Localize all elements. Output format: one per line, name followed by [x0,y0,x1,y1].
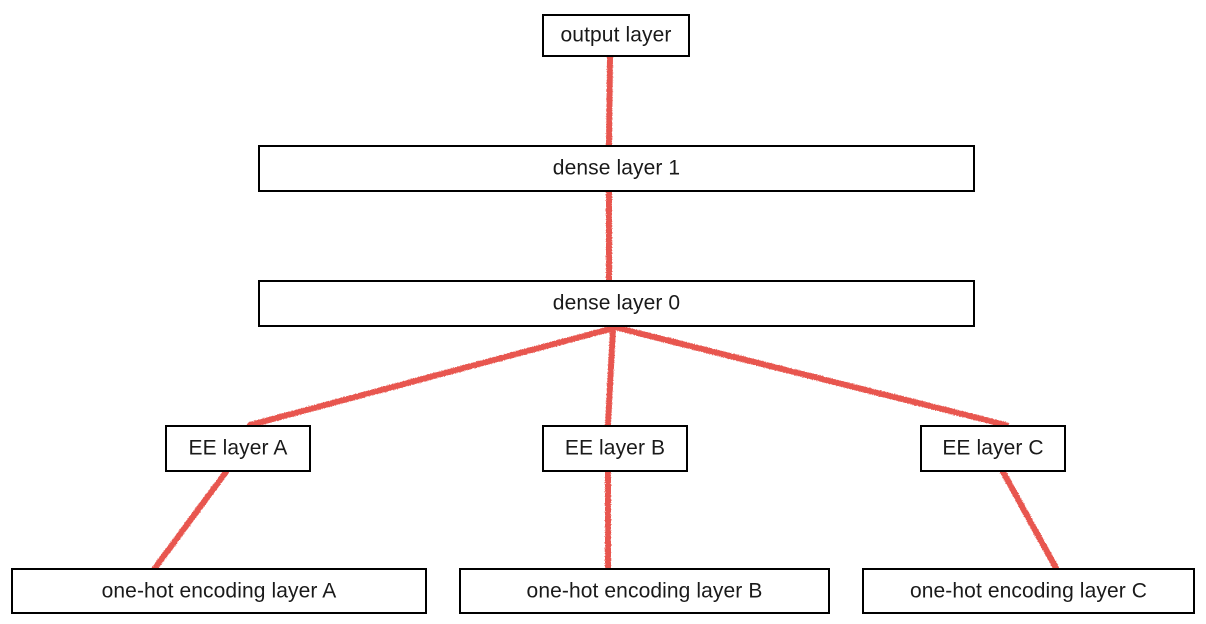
node-label: dense layer 1 [552,156,681,180]
node-dense-layer-0[interactable]: dense layer 0 [258,280,975,327]
node-ee-layer-b[interactable]: EE layer B [542,425,688,472]
node-label: one-hot encoding layer B [526,579,763,602]
node-label: EE layer B [564,436,666,460]
node-label: EE layer A [188,436,288,460]
node-label: dense layer 0 [552,291,681,315]
edge-onehota-eea [152,469,229,571]
node-ee-layer-c[interactable]: EE layer C [920,425,1066,472]
edge-dense1-output [606,54,613,148]
edge-eea-dense0 [247,325,617,428]
node-ee-layer-a[interactable]: EE layer A [165,425,311,472]
node-one-hot-encoding-layer-c[interactable]: one-hot encoding layer C [862,568,1195,614]
node-one-hot-encoding-layer-a[interactable]: one-hot encoding layer A [11,568,427,614]
node-label: one-hot encoding layer C [909,579,1148,602]
node-label: EE layer C [942,436,1044,460]
node-output-layer[interactable]: output layer [542,14,690,57]
edge-eeb-dense0 [605,325,616,428]
node-one-hot-encoding-layer-b[interactable]: one-hot encoding layer B [459,568,830,614]
node-label: output layer [560,23,672,47]
edge-onehotc-eec [1000,469,1059,571]
edge-eec-dense0 [615,325,1009,428]
node-dense-layer-1[interactable]: dense layer 1 [258,145,975,192]
node-label: one-hot encoding layer A [101,579,337,602]
